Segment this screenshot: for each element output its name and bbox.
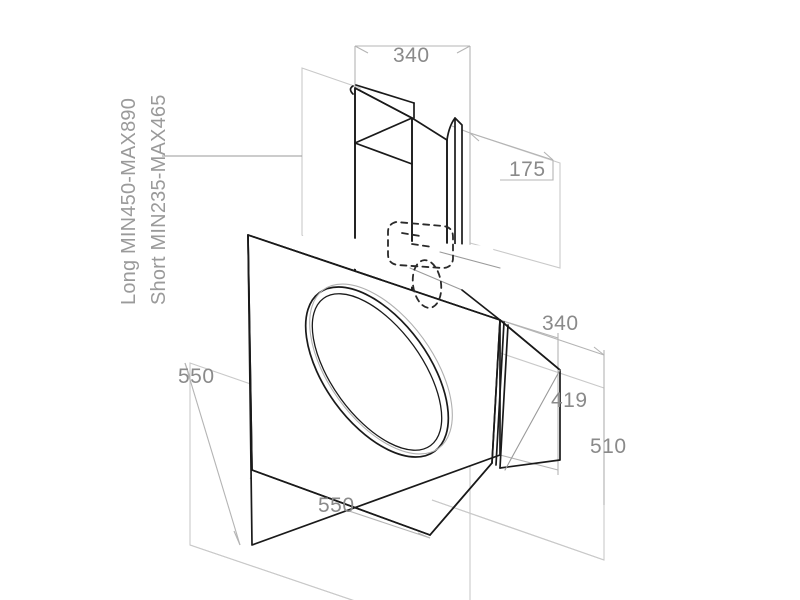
- hood-top-inner-edge: [439, 251, 501, 269]
- hidden-outlet-rect: [387, 221, 454, 269]
- hidden-inner-dash-1: [401, 232, 421, 237]
- dimension-label-body-height-front: 419: [551, 389, 588, 412]
- arrowticks-550-side: [184, 362, 241, 546]
- wall-plane-floor-line-right: [431, 499, 605, 561]
- hidden-duct-oval: [411, 259, 443, 309]
- arrowticks-chimney-width: [354, 45, 471, 54]
- hood-flue-base-right: [461, 289, 501, 321]
- hood-top-surface: [248, 235, 500, 302]
- oval-recess-highlight: [309, 283, 453, 455]
- extline-419-top: [499, 319, 559, 339]
- hood-right-side-diag: [504, 369, 561, 471]
- chimney-fold-line-upper: [354, 142, 413, 165]
- dimension-label-body-height-total: 510: [590, 435, 627, 458]
- extline-419-bottom: [499, 454, 559, 471]
- dimline-550-side: [184, 362, 241, 546]
- dimension-label-chimney-depth: 175: [509, 158, 546, 181]
- oval-recess: [304, 283, 453, 458]
- hidden-detail-lines: [387, 221, 454, 309]
- dimline-chimney-depth: [469, 132, 554, 161]
- dimension-label-body-depth: 340: [542, 312, 579, 335]
- chimney-connector-top: [411, 117, 448, 141]
- hood-bottom-right-edge: [429, 462, 493, 536]
- annotation-long-range: Long MIN450-MAX890: [118, 97, 140, 305]
- oval-recess-inner: [311, 293, 443, 451]
- hood-bottom-edge: [251, 469, 431, 536]
- wall-plane-floor-line: [189, 544, 354, 600]
- dimension-lines: [162, 45, 605, 546]
- hood-body: [247, 234, 561, 546]
- hood-right-front-edge-2: [495, 321, 505, 466]
- hood-right-front-edge: [491, 319, 501, 464]
- hidden-inner-dash-2: [411, 243, 433, 248]
- leader-chimney-depth: [500, 160, 554, 181]
- hood-right-side-top: [499, 319, 561, 371]
- chimney-top-cap-curve: [349, 85, 354, 95]
- hood-right-front-edge-3: [499, 324, 509, 469]
- dimension-label-body-height-side: 550: [178, 365, 215, 388]
- chimney-top-edge: [355, 84, 415, 104]
- chimney-inner-diagonal: [354, 117, 413, 144]
- dimension-label-chimney-width: 340: [393, 44, 430, 67]
- hood-left-edge: [247, 234, 253, 471]
- dimension-label-body-width: 550: [318, 494, 355, 517]
- hood-flue-base-edge: [409, 267, 463, 291]
- annotation-short-range: Short MIN235-MAX465: [148, 94, 170, 305]
- arrowticks-chimney-depth: [469, 132, 554, 161]
